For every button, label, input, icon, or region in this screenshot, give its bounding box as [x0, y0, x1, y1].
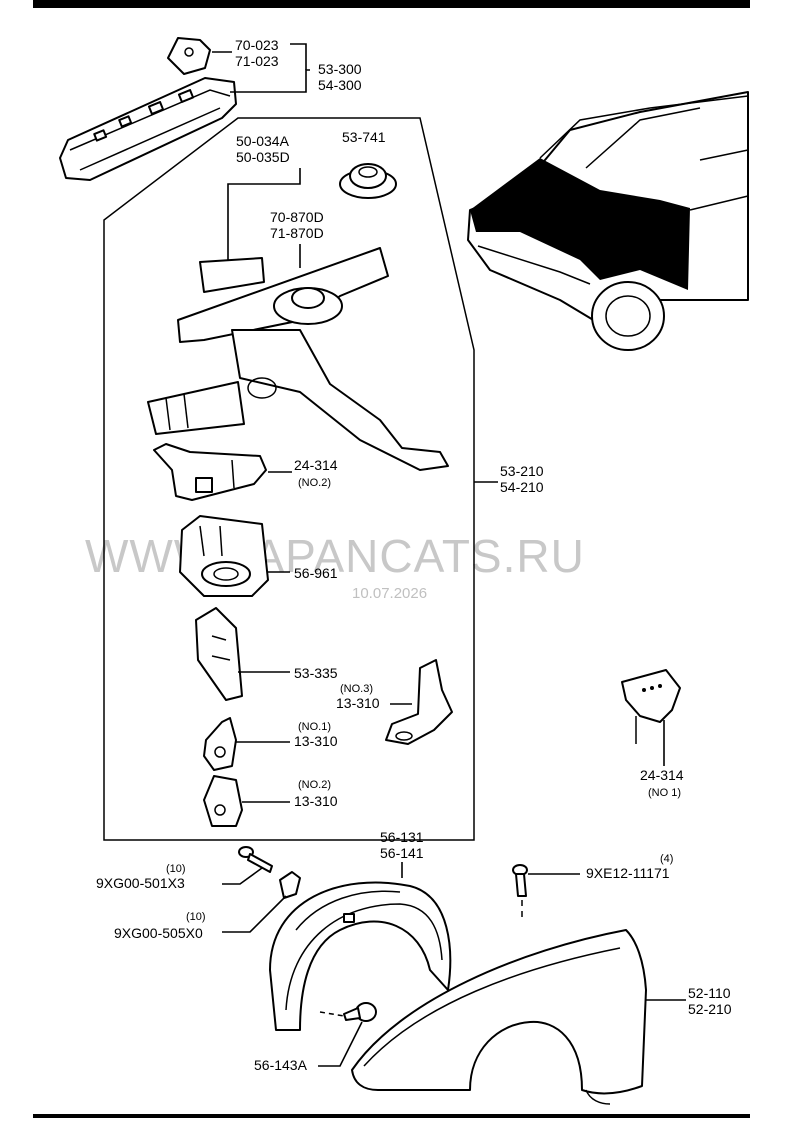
bracket-56-961-part: [179, 515, 269, 597]
car-illustration: [467, 91, 749, 351]
watermark-site: WWW.JAPANCATS.RU: [85, 530, 585, 582]
label-56-143A: 56-143A: [254, 1057, 308, 1073]
label-bolt-qty: (10): [166, 863, 186, 875]
wheel-apron-part: [147, 247, 449, 471]
label-56-131: 56-131: [380, 829, 424, 845]
front-rail-part: [59, 77, 237, 181]
clip-9xg00-505x0-part: [279, 871, 301, 899]
bracket-13-310-no1-part: [203, 717, 237, 771]
label-clip-505x0: 9XG00-505X0: [114, 925, 203, 941]
label-54-300: 54-300: [318, 77, 362, 93]
leader-bolt-501x3: [222, 867, 263, 885]
label-50-035D: 50-035D: [236, 149, 290, 165]
label-54-210: 54-210: [500, 479, 544, 495]
leader-50-034A: [227, 168, 301, 260]
label-24-314-no1-note: (NO 1): [648, 787, 681, 799]
watermark-date: 10.07.2026: [352, 585, 427, 602]
label-screw: 9XE12-11171: [586, 865, 670, 881]
bracket-13-310-no2-part: [203, 775, 243, 827]
bracket-24-314-no1-part: [621, 669, 681, 744]
grommet-53-741-part: [339, 163, 397, 199]
label-13-310-no2: 13-310: [294, 793, 338, 809]
label-56-961: 56-961: [294, 565, 338, 581]
top-rule: [33, 0, 750, 8]
leader-56-143A: [318, 1021, 363, 1067]
label-24-314-no1: 24-314: [640, 767, 684, 783]
label-24-314-note: (NO.2): [298, 477, 331, 489]
label-71-870D: 71-870D: [270, 225, 324, 241]
bracket-70-023-part: [167, 37, 211, 75]
fender-52-110-part: [351, 929, 647, 1105]
label-50-034A: 50-034A: [236, 133, 290, 149]
label-52-110: 52-110: [688, 985, 731, 1001]
label-53-300: 53-300: [318, 61, 362, 77]
leader-clip-505x0: [222, 895, 287, 933]
label-53-335: 53-335: [294, 665, 338, 681]
bolt-9xg00-501x3-part: [238, 846, 273, 873]
label-24-314: 24-314: [294, 457, 338, 473]
bracket-24-314-no2-part: [153, 443, 267, 501]
label-clip-qty: (10): [186, 911, 206, 923]
label-56-141: 56-141: [380, 845, 424, 861]
label-70-023: 70-023: [235, 37, 279, 53]
label-bolt-501x3: 9XG00-501X3: [96, 875, 185, 891]
label-70-870D: 70-870D: [270, 209, 324, 225]
leader-53-300: [230, 69, 310, 93]
bracket-13-310-no3-part: [385, 659, 453, 745]
screw-9xe12-11171-part: [512, 864, 528, 897]
bottom-rule: [33, 1114, 750, 1118]
label-53-210: 53-210: [500, 463, 544, 479]
bracket-53-300: [290, 43, 307, 70]
label-13-310-no1-note: (NO.1): [298, 721, 331, 733]
label-53-741: 53-741: [342, 129, 386, 145]
label-13-310-no3-note: (NO.3): [340, 683, 373, 695]
label-13-310-no2-note: (NO.2): [298, 779, 331, 791]
label-52-210: 52-210: [688, 1001, 732, 1017]
label-13-310-no1: 13-310: [294, 733, 338, 749]
pushpin-dash: [319, 1011, 345, 1017]
label-71-023: 71-023: [235, 53, 279, 69]
assembly-boundary: [103, 117, 475, 841]
reinforcement-53-335-part: [195, 607, 243, 701]
label-screw-qty: (4): [660, 853, 673, 865]
pushpin-56-143A-part: [343, 1002, 377, 1022]
label-13-310-no3: 13-310: [336, 695, 380, 711]
